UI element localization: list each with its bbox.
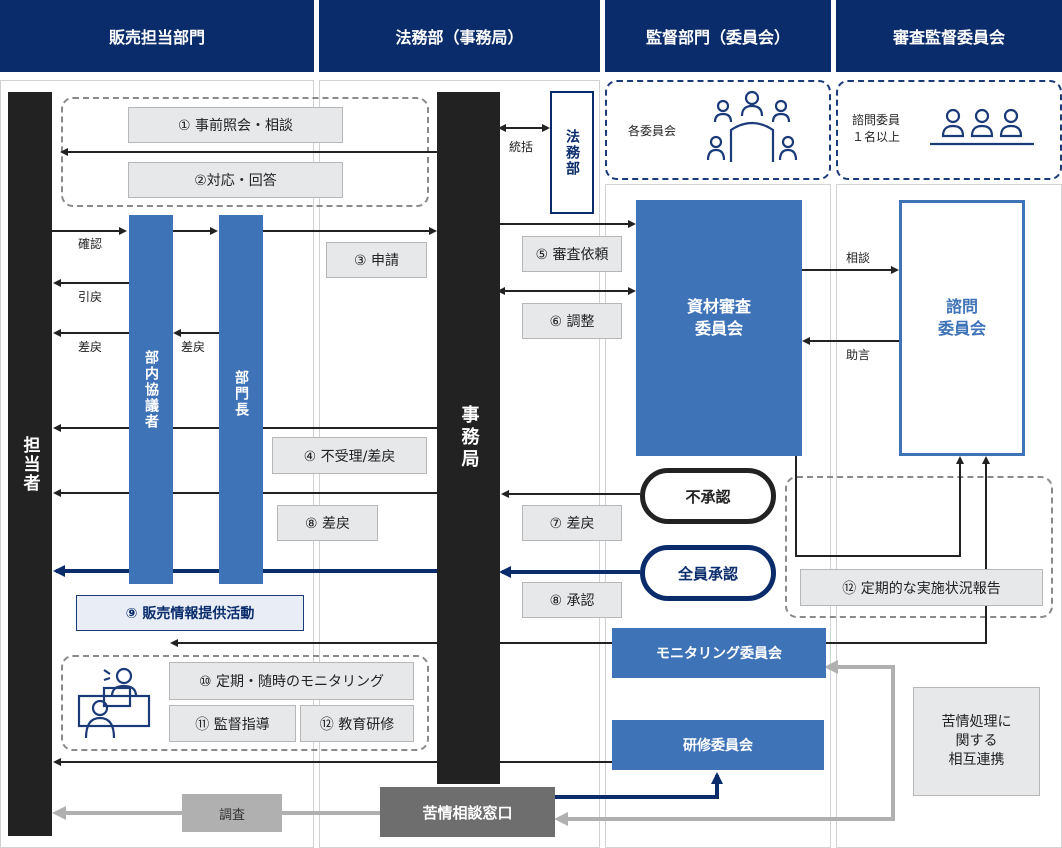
bar-buchou-label: 部門長 xyxy=(233,370,249,418)
label-sashimodoshi-2: 差戻 xyxy=(181,340,206,354)
bar-kyougisha-label: 部内協議者 xyxy=(143,350,159,430)
step-4: ④ 不受理/差戻 xyxy=(272,437,427,474)
bar-buchou: 部門長 xyxy=(219,215,263,584)
label-toukatsu: 統括 xyxy=(509,140,534,154)
header-sales: 販売担当部門 xyxy=(0,0,314,72)
decision-fushounin: 不承認 xyxy=(640,468,776,524)
bar-jimukyoku: 事務局 xyxy=(437,92,500,784)
step-6: ⑥ 調整 xyxy=(522,303,622,339)
header-supervision: 監督部門（委員会） xyxy=(605,0,831,72)
label-jogen: 助言 xyxy=(846,348,871,362)
members-icon xyxy=(930,108,1034,146)
step-8-approve: ⑧ 承認 xyxy=(522,582,622,618)
label-kakuiinkai: 各委員会 xyxy=(628,124,677,138)
step-1: ① 事前照会・相談 xyxy=(128,107,343,143)
box-houmubu: 法務部 xyxy=(550,91,594,214)
box-chousa: 調査 xyxy=(182,794,282,832)
step-9: ⑨ 販売情報提供活動 xyxy=(76,595,304,631)
bar-jimukyoku-label: 事務局 xyxy=(458,405,480,471)
bar-tantou: 担当者 xyxy=(8,92,52,836)
box-kujou-madoguchi: 苦情相談窓口 xyxy=(380,787,555,837)
group-monitoring xyxy=(61,655,429,751)
box-shimon-committee: 諮問 委員会 xyxy=(899,200,1025,456)
group-report xyxy=(785,476,1053,618)
box-shizai-committee: 資材審査 委員会 xyxy=(636,200,802,456)
step-7: ⑦ 差戻 xyxy=(522,505,622,541)
label-kakunin: 確認 xyxy=(78,237,103,251)
step-8-return: ⑧ 差戻 xyxy=(277,505,378,541)
group-committees xyxy=(605,80,831,180)
step-12-training: ⑫ 教育研修 xyxy=(300,705,414,742)
label-shimon-members: 諮問委員 １名以上 xyxy=(852,113,901,144)
step-10: ⑩ 定期・随時のモニタリング xyxy=(169,662,414,700)
label-sashimodoshi-1: 差戻 xyxy=(78,340,103,354)
step-2: ②対応・回答 xyxy=(128,162,343,198)
step-3: ③ 申請 xyxy=(326,242,427,278)
monitoring-icon xyxy=(77,667,151,739)
box-kujou-renkei: 苦情処理に 関する 相互連携 xyxy=(913,687,1040,796)
bar-kyougisha: 部内協議者 xyxy=(129,215,173,584)
bar-tantou-label: 担当者 xyxy=(19,435,40,493)
label-soudan: 相談 xyxy=(846,251,871,265)
step-12-report: ⑫ 定期的な実施状況報告 xyxy=(800,569,1043,606)
box-monitoring-committee: モニタリング委員会 xyxy=(612,628,826,678)
box-kenshu-committee: 研修委員会 xyxy=(612,720,824,770)
group-shimon-members xyxy=(836,80,1062,180)
header-review: 審査監督委員会 xyxy=(836,0,1062,72)
label-hikimodoshi: 引戻 xyxy=(78,290,103,304)
decision-zenin-shounin: 全員承認 xyxy=(640,545,776,601)
step-5: ⑤ 審査依頼 xyxy=(522,236,622,272)
step-11: ⑪ 監督指導 xyxy=(169,705,296,742)
header-legal: 法務部（事務局） xyxy=(319,0,600,72)
box-houmubu-label: 法務部 xyxy=(564,128,580,177)
meeting-icon xyxy=(706,90,798,162)
